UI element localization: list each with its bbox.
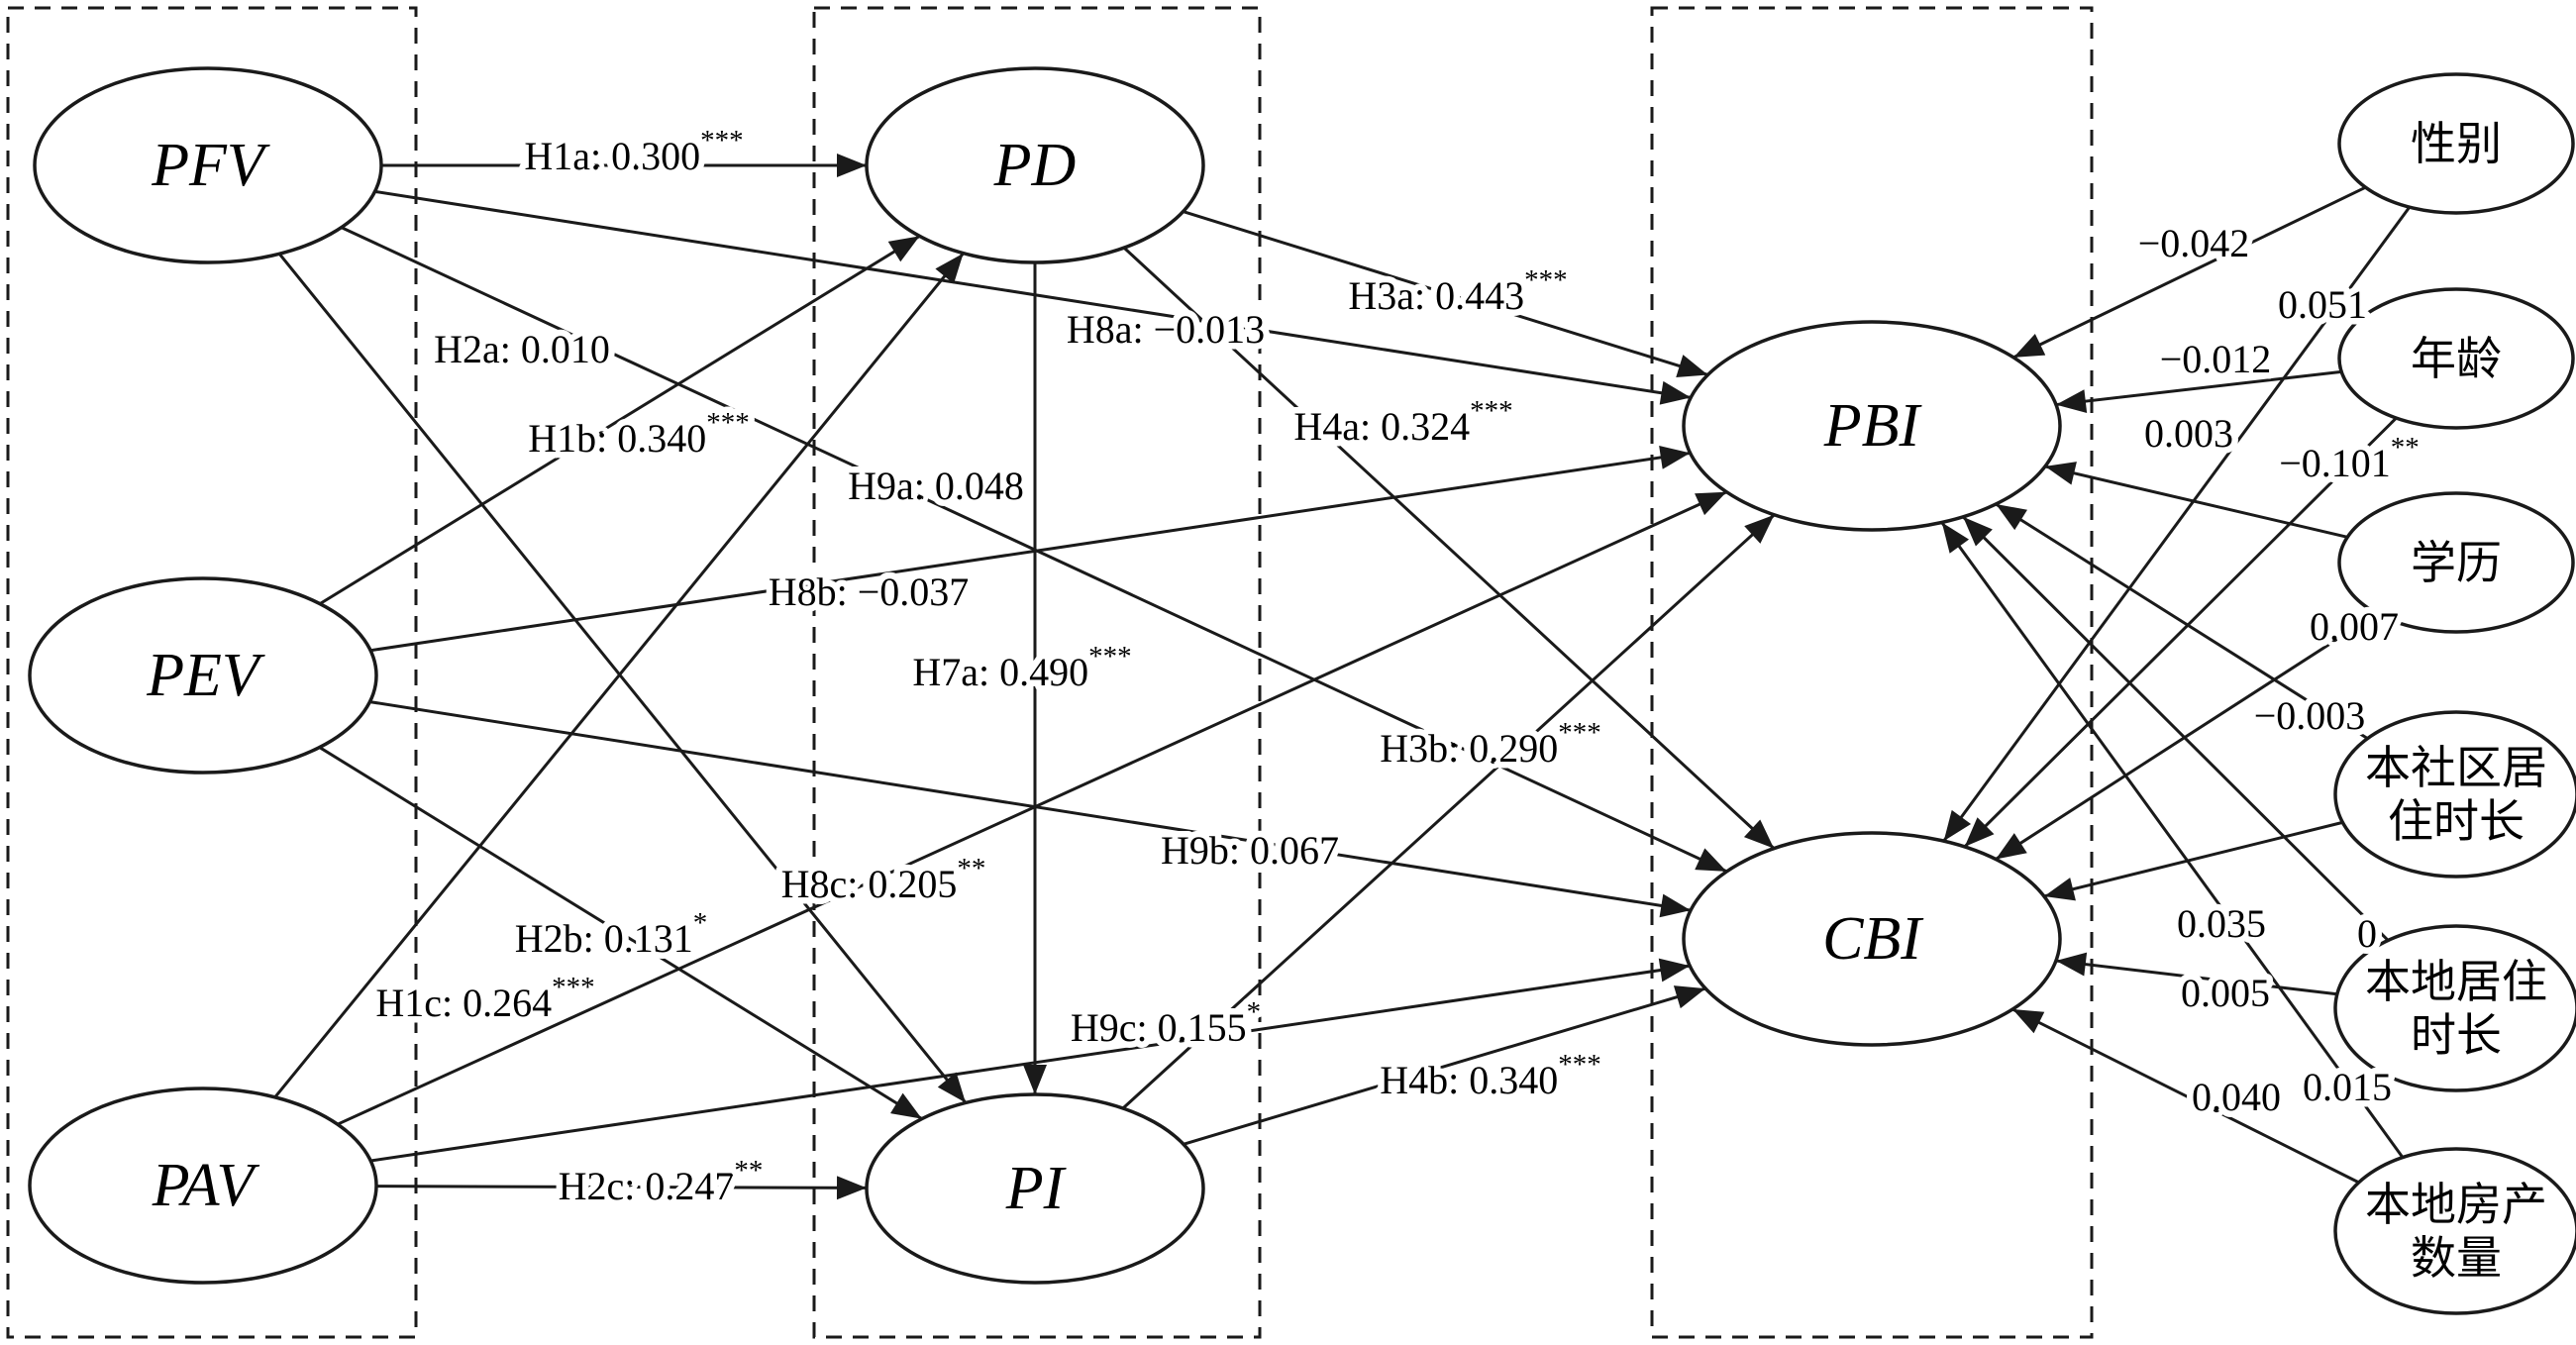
nodes: PFV PEV PAV PD PI PBI CBI 性别年龄学历本社区居住时长本地居住时长本地…	[28, 66, 2576, 1315]
node-local-residence-ellipse	[2333, 924, 2576, 1092]
edge-age-to-CBI	[1963, 417, 2398, 848]
edge-label-community-residence-to-PBI: −0.003	[2254, 693, 2366, 738]
edge-label-PFV-to-PD: H1a: 0.300***	[524, 125, 743, 178]
edge-PI-to-CBI	[1183, 985, 1706, 1146]
edge-label-PAV-to-PD: H1c: 0.264***	[375, 972, 594, 1025]
edge-label-education-to-CBI: 0.007	[2310, 604, 2399, 649]
edge-PD-to-CBI	[1122, 247, 1776, 850]
edge-label-PEV-to-CBI: H9b: 0.067	[1161, 828, 1339, 873]
node-community-residence-label: 本社区居住时长	[2365, 743, 2547, 847]
edge-age-to-PBI	[2055, 369, 2342, 414]
edge-label-PFV-to-CBI: H9a: 0.048	[848, 464, 1024, 508]
edge-label-community-residence-to-CBI: 0.035	[2177, 901, 2266, 946]
edge-PAV-to-PI	[375, 1176, 868, 1200]
edge-label-education-to-PBI: 0.003	[2144, 411, 2233, 456]
node-PD-ellipse	[865, 66, 1205, 264]
node-PFV-label: PFV	[151, 132, 270, 199]
edge-label-PEV-to-PBI: H8b: −0.037	[769, 569, 970, 614]
edge-PAV-to-PBI	[337, 490, 1727, 1126]
edge-PEV-to-PI	[318, 746, 923, 1120]
node-PFV-ellipse	[33, 66, 383, 264]
edge-PEV-to-PBI	[369, 445, 1691, 653]
edge-label-PAV-to-PBI: H8c: 0.205**	[781, 853, 986, 906]
edge-label-PEV-to-PI: H2b: 0.131*	[515, 907, 708, 961]
edge-label-PFV-to-PI: H2a: 0.010	[434, 327, 610, 371]
edge-PAV-to-PD	[273, 252, 965, 1098]
node-education-ellipse	[2337, 491, 2575, 634]
node-CBI-label: CBI	[1822, 905, 1924, 973]
edge-local-residence-to-CBI	[2055, 952, 2337, 996]
node-PI-ellipse	[865, 1092, 1205, 1285]
edge-local-property-to-CBI	[2011, 1007, 2360, 1185]
edge-label-PD-to-PI: H7a: 0.490***	[912, 641, 1131, 694]
edge-education-to-CBI	[1995, 612, 2378, 861]
edge-label-age-to-PBI: −0.012	[2160, 337, 2272, 381]
node-local-property-label: 本地房产数量	[2365, 1180, 2547, 1284]
node-PEV-ellipse	[28, 576, 378, 775]
edge-label-age-to-CBI: −0.101**	[2279, 432, 2420, 485]
node-CBI-ellipse	[1682, 831, 2062, 1047]
node-local-residence-label: 本地居住时长	[2365, 957, 2547, 1061]
edge-label-PD-to-CBI: H4a: 0.324***	[1293, 395, 1512, 449]
edge-PAV-to-CBI	[369, 958, 1691, 1163]
edge-gender-to-CBI	[1942, 206, 2412, 843]
node-local-property-ellipse	[2333, 1147, 2576, 1315]
node-age-label: 年龄	[2411, 334, 2502, 384]
node-education-label: 学历	[2411, 538, 2502, 588]
edge-community-residence-to-CBI	[2043, 820, 2343, 901]
node-PBI-ellipse	[1682, 320, 2062, 532]
edge-gender-to-PBI	[2012, 185, 2367, 360]
edge-PEV-to-CBI	[369, 700, 1692, 918]
group-boxes	[6, 6, 2094, 1339]
edge-local-property-to-PBI	[1940, 521, 2405, 1159]
edges	[273, 154, 2412, 1200]
edge-label-local-property-to-CBI: 0.040	[2192, 1075, 2281, 1119]
edge-community-residence-to-PBI	[1995, 502, 2369, 740]
perceived-value-box	[6, 6, 418, 1339]
edge-label-local-property-to-PBI: 0.015	[2303, 1065, 2392, 1109]
node-PI-label: PI	[1005, 1155, 1068, 1222]
edge-label-gender-to-PBI: −0.042	[2138, 221, 2250, 265]
outcomes-box	[1650, 6, 2094, 1339]
edge-label-PI-to-PBI: H3b: 0.290***	[1380, 717, 1601, 771]
node-community-residence-ellipse	[2333, 710, 2576, 879]
node-age-ellipse	[2337, 287, 2575, 430]
node-PBI-label: PBI	[1823, 392, 1923, 460]
node-PEV-label: PEV	[146, 642, 265, 709]
edge-PEV-to-PD	[319, 235, 921, 605]
edge-label-PFV-to-PBI: H8a: −0.013	[1067, 307, 1265, 352]
node-PAV-label: PAV	[152, 1152, 260, 1219]
edge-PD-to-PBI	[1183, 210, 1708, 378]
edge-label-local-residence-to-CBI: 0.005	[2181, 971, 2270, 1015]
edge-education-to-PBI	[2044, 462, 2348, 539]
edge-PFV-to-PBI	[374, 189, 1692, 405]
edge-label-PD-to-PBI: H3a: 0.443***	[1348, 264, 1567, 318]
mediators-box	[812, 6, 1262, 1339]
edge-label-PI-to-CBI: H4b: 0.340***	[1380, 1049, 1601, 1102]
edge-local-residence-to-PBI	[1962, 515, 2390, 942]
node-gender-label: 性别	[2411, 119, 2502, 169]
node-gender-ellipse	[2337, 72, 2575, 215]
edge-label-PEV-to-PD: H1b: 0.340***	[528, 407, 750, 461]
edge-PFV-to-CBI	[341, 226, 1728, 874]
edge-label-gender-to-CBI: 0.051	[2278, 282, 2367, 327]
node-PAV-ellipse	[28, 1086, 378, 1285]
edge-PFV-to-PI	[278, 253, 968, 1104]
edge-label-PAV-to-CBI: H9c: 0.155*	[1071, 996, 1261, 1050]
edge-label-local-residence-to-PBI: 0	[2357, 911, 2377, 956]
edge-label-PAV-to-PI: H2c: 0.247**	[559, 1155, 764, 1208]
edge-PI-to-PBI	[1121, 513, 1776, 1110]
node-PD-label: PD	[993, 132, 1077, 199]
